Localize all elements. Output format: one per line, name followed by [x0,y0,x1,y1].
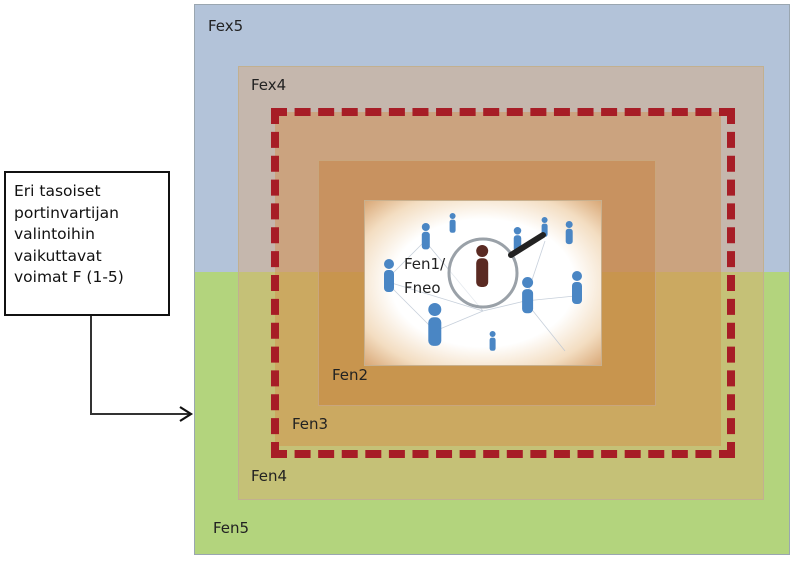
dashed-boundary [271,108,735,458]
people-network-icon [384,213,582,352]
note-line-5: voimat F (1-5) [14,268,124,286]
note-line-1: Eri tasoiset [14,182,101,200]
people-network-image [364,200,602,366]
note-line-2: portinvartijan [14,203,119,222]
note-line-4: vaikuttavat [14,246,102,265]
diagram-border [194,4,790,555]
fen5-label: Fen5 [213,519,250,537]
fex5-label: Fex5 [208,17,244,35]
fen2-label: Fen2 [332,366,369,384]
forces-annotation-box: Eri tasoiset portinvartijan valintoihin … [4,171,170,316]
note-line-3: valintoihin [14,225,95,243]
fen4-label: Fen4 [251,467,288,485]
fex4-label: Fex4 [251,76,287,94]
fen1-label: Fen1/ [404,255,446,273]
fneo-label: Fneo [404,279,441,297]
fen3-label: Fen3 [292,415,329,433]
